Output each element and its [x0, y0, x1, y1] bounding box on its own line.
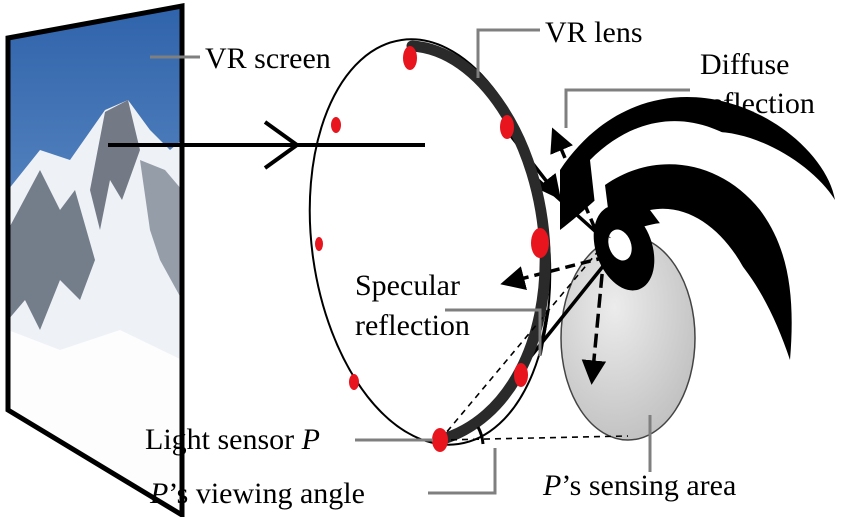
specular-reflection-label-line1: Specular	[355, 269, 460, 302]
light-sensor-p	[432, 428, 448, 452]
light-sensor-p-label: Light sensor P	[145, 423, 320, 456]
diffuse-reflection-arrows	[550, 127, 607, 385]
light-sensor	[349, 374, 359, 390]
light-sensor	[403, 46, 417, 70]
ray-direction-chevron	[263, 120, 301, 170]
leader-lines	[150, 28, 690, 495]
sensing-area-label: P’s sensing area	[542, 469, 736, 502]
eye-icon	[560, 97, 835, 360]
vr-lens-label: VR lens	[545, 16, 643, 49]
light-sensor	[514, 363, 528, 387]
viewing-angle-label: P’s viewing angle	[149, 477, 365, 510]
viewing-angle-lines	[439, 236, 629, 441]
vr-screen-panel	[5, 2, 185, 517]
light-sensor	[531, 228, 549, 258]
light-sensor	[500, 115, 514, 139]
vr-screen-label: VR screen	[205, 42, 331, 75]
light-sensors	[315, 46, 549, 452]
light-sensor	[315, 237, 323, 251]
diffuse-reflection-label-line1: Diffuse	[700, 48, 789, 81]
light-sensor	[331, 117, 341, 133]
diffuse-reflection-label-line2: reflection	[700, 87, 815, 120]
viewing-angle-arc	[476, 426, 485, 445]
specular-reflection-label-line2: reflection	[355, 309, 470, 342]
